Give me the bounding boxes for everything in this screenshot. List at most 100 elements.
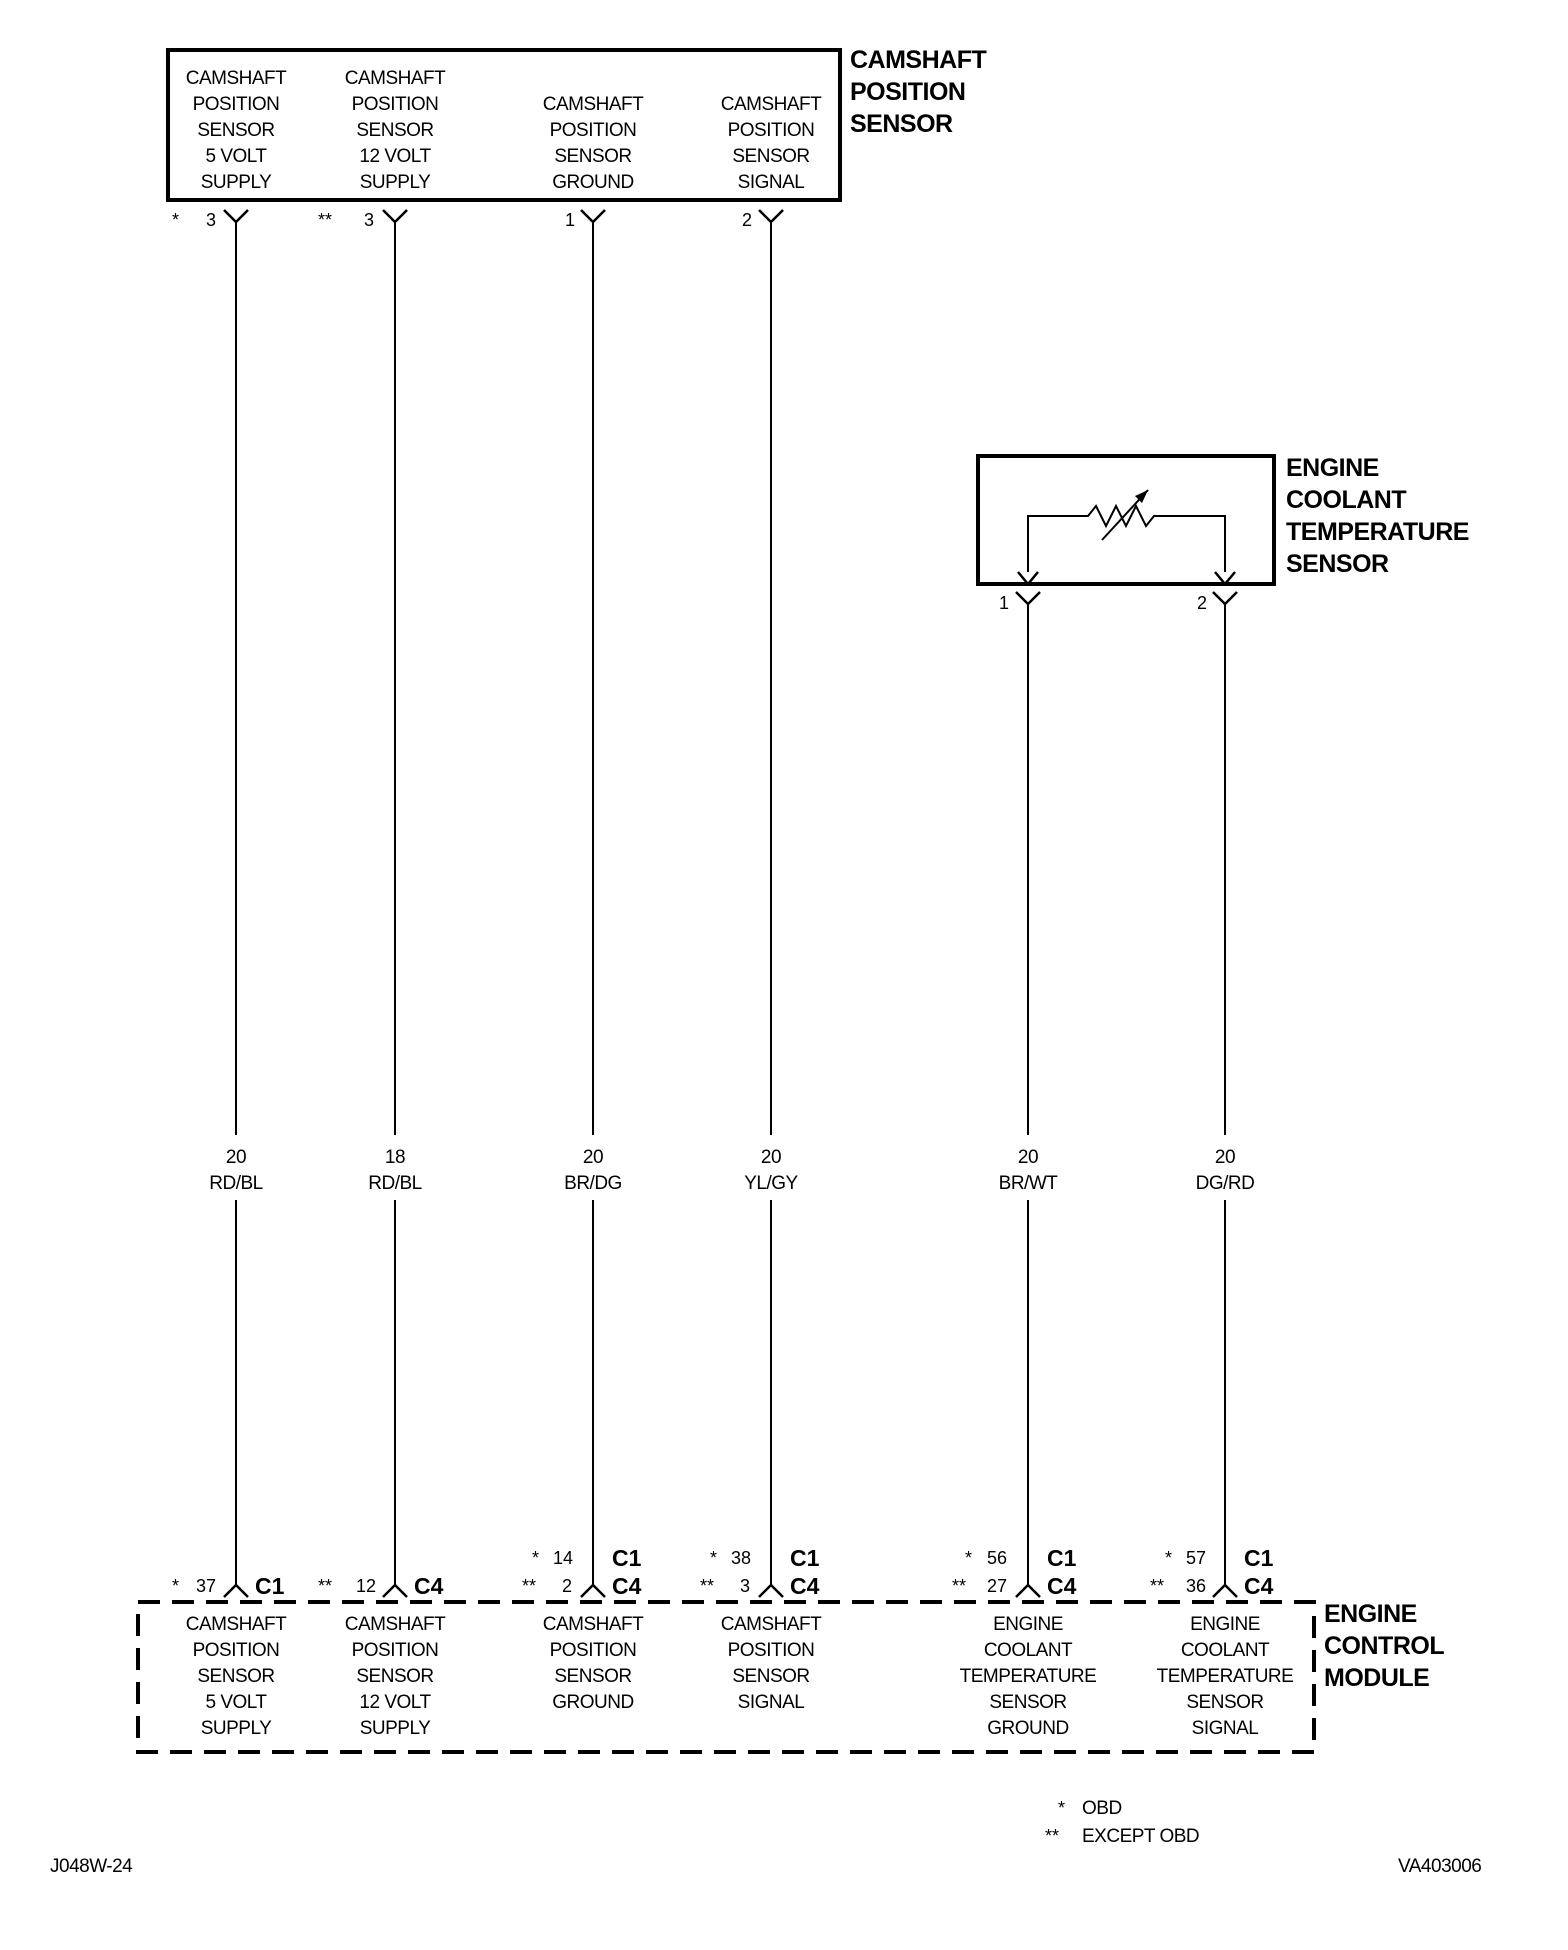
ecm-t4-line-2: POSITION <box>728 1640 815 1661</box>
ecm-title-3: MODULE <box>1324 1664 1429 1692</box>
ecm-t5-connector-c1: C1 <box>1047 1545 1077 1571</box>
ecm-t6-label: ENGINE COOLANT TEMPERATURE SENSOR SIGNAL <box>1157 1614 1294 1739</box>
cmp-pin-ground-label: CAMSHAFT POSITION SENSOR GROUND <box>543 94 645 193</box>
ecm-t3-terminal-icon <box>580 1583 606 1598</box>
ecm-title-1: ENGINE <box>1324 1600 1417 1628</box>
ecm-t6-line-3: TEMPERATURE <box>1157 1666 1294 1687</box>
ecm-t4-line-4: SIGNAL <box>738 1692 805 1713</box>
wire-4-color: YL/GY <box>744 1173 798 1194</box>
cmp-pin-signal-label: CAMSHAFT POSITION SENSOR SIGNAL <box>721 94 823 193</box>
legend: * OBD ** EXCEPT OBD <box>1045 1798 1200 1847</box>
ecm-t3-line-3: SENSOR <box>554 1666 631 1687</box>
ecm-t2-line-1: CAMSHAFT <box>345 1614 446 1635</box>
ecm-t5-pin-c4: 27 <box>987 1576 1007 1596</box>
cmp-5v-terminal-icon <box>223 209 249 224</box>
wire-4-gauge: 20 <box>761 1147 781 1168</box>
ecm-t1-line-3: SENSOR <box>197 1666 274 1687</box>
ecm-t3-marker-c4: ** <box>522 1576 536 1596</box>
cmp-12v-line-2: POSITION <box>352 94 439 115</box>
ecm-t1-label: CAMSHAFT POSITION SENSOR 5 VOLT SUPPLY <box>186 1614 288 1739</box>
wire-6-color: DG/RD <box>1196 1173 1255 1194</box>
ecm-t4-connector-c1: C1 <box>790 1545 820 1571</box>
cmp-pin-12v-label: CAMSHAFT POSITION SENSOR 12 VOLT SUPPLY <box>345 68 447 193</box>
thermistor-arrowhead-icon <box>1135 490 1148 503</box>
ecm-t1-connector: C1 <box>255 1573 285 1599</box>
ecm-t6-connector-c4: C4 <box>1244 1573 1274 1599</box>
ecm-t5-line-3: TEMPERATURE <box>960 1666 1097 1687</box>
cmp-12v-line-3: SENSOR <box>356 120 433 141</box>
ecm-t2-terminal-icon <box>382 1583 408 1598</box>
wires <box>235 222 1226 1585</box>
ecm-t2-line-4: 12 VOLT <box>359 1692 431 1713</box>
coolant-sensor-box <box>976 454 1276 586</box>
cmp-gnd-line-1: CAMSHAFT <box>543 94 644 115</box>
ecm-t5-line-1: ENGINE <box>993 1614 1063 1635</box>
cmp-12v-pin: 3 <box>364 210 374 230</box>
cmp-gnd-terminal-icon <box>580 209 606 224</box>
ecm-t5-label: ENGINE COOLANT TEMPERATURE SENSOR GROUND <box>960 1614 1097 1739</box>
ecm-t1-line-4: 5 VOLT <box>205 1692 267 1713</box>
ecm-t6-line-2: COOLANT <box>1181 1640 1270 1661</box>
legend-obd-label: OBD <box>1082 1798 1122 1819</box>
wire-1-gauge: 20 <box>226 1147 246 1168</box>
ecm-t3-label: CAMSHAFT POSITION SENSOR GROUND <box>543 1614 645 1713</box>
ecm-t5-line-4: SENSOR <box>989 1692 1066 1713</box>
cmp-gnd-line-4: GROUND <box>552 172 633 193</box>
cmp-5v-line-3: SENSOR <box>197 120 274 141</box>
cmp-12v-line-4: 12 VOLT <box>359 146 431 167</box>
ecm-t4-line-3: SENSOR <box>732 1666 809 1687</box>
ecm-t2-connector: C4 <box>414 1573 444 1599</box>
ecm-t6-pin-c4: 36 <box>1186 1576 1206 1596</box>
cmp-12v-line-5: SUPPLY <box>360 172 431 193</box>
ecm-t6-marker-c4: ** <box>1150 1576 1164 1596</box>
ecm-t2-line-5: SUPPLY <box>360 1718 431 1739</box>
ecm-t4-marker-c1: * <box>710 1548 717 1568</box>
ecm-t4-marker-c4: ** <box>700 1576 714 1596</box>
coolant-sensor-title-4: SENSOR <box>1286 550 1389 578</box>
cmp-sig-pin: 2 <box>742 210 752 230</box>
cmp-5v-pin: 3 <box>206 210 216 230</box>
ecm-t5-marker-c1: * <box>965 1548 972 1568</box>
cmp-pin-5v-label: CAMSHAFT POSITION SENSOR 5 VOLT SUPPLY <box>186 68 288 193</box>
ecm-t2-line-2: POSITION <box>352 1640 439 1661</box>
ecm-t2-pin: 12 <box>356 1576 376 1596</box>
cmp-5v-line-2: POSITION <box>193 94 280 115</box>
ecm-t2-line-3: SENSOR <box>356 1666 433 1687</box>
cmp-gnd-line-3: SENSOR <box>554 146 631 167</box>
ecm-t1-terminal-icon <box>223 1583 249 1598</box>
ecm-t4-pin-c1: 38 <box>731 1548 751 1568</box>
coolant-temperature-sensor: ENGINE COOLANT TEMPERATURE SENSOR 1 2 <box>976 454 1469 613</box>
wire-labels: 20 RD/BL 18 RD/BL 20 BR/DG 20 YL/GY 20 B… <box>209 1147 1255 1194</box>
coolant-sensor-title-1: ENGINE <box>1286 454 1379 482</box>
wire-1-color: RD/BL <box>209 1173 262 1194</box>
cmp-5v-line-1: CAMSHAFT <box>186 68 287 89</box>
cmp-gnd-pin: 1 <box>565 210 575 230</box>
ecm-t6-marker-c1: * <box>1165 1548 1172 1568</box>
ecm-t6-pin-c1: 57 <box>1186 1548 1206 1568</box>
engine-control-module: ENGINE CONTROL MODULE * 37 C1 ** 12 C4 *… <box>136 1545 1445 1754</box>
ecm-t5-line-2: COOLANT <box>984 1640 1073 1661</box>
cmp-sig-line-1: CAMSHAFT <box>721 94 822 115</box>
ecm-t2-label: CAMSHAFT POSITION SENSOR 12 VOLT SUPPLY <box>345 1614 447 1739</box>
camshaft-sensor-box <box>166 48 842 202</box>
wire-3-gauge: 20 <box>583 1147 603 1168</box>
coolant-sensor-title-3: TEMPERATURE <box>1286 518 1469 546</box>
ecm-t5-pin-c1: 56 <box>987 1548 1007 1568</box>
cmp-12v-marker: ** <box>318 210 332 230</box>
coolant-sensor-title-2: COOLANT <box>1286 486 1406 514</box>
ecm-t3-line-2: POSITION <box>550 1640 637 1661</box>
coolant-pin-1: 1 <box>999 593 1009 613</box>
wire-6-gauge: 20 <box>1215 1147 1235 1168</box>
legend-except-obd-label: EXCEPT OBD <box>1082 1826 1199 1847</box>
cmp-12v-terminal-icon <box>382 209 408 224</box>
ecm-box <box>136 1600 1316 1754</box>
ecm-t5-marker-c4: ** <box>952 1576 966 1596</box>
ecm-t5-terminal-icon <box>1015 1583 1041 1598</box>
camshaft-sensor-title-1: CAMSHAFT <box>850 46 986 74</box>
ecm-t3-pin-c1: 14 <box>553 1548 573 1568</box>
legend-obd-symbol: * <box>1058 1798 1065 1818</box>
wire-5-color: BR/WT <box>999 1173 1059 1194</box>
wire-5-gauge: 20 <box>1018 1147 1038 1168</box>
ecm-t4-connector-c4: C4 <box>790 1573 820 1599</box>
coolant-pin-1-terminal-icon <box>1015 591 1041 606</box>
